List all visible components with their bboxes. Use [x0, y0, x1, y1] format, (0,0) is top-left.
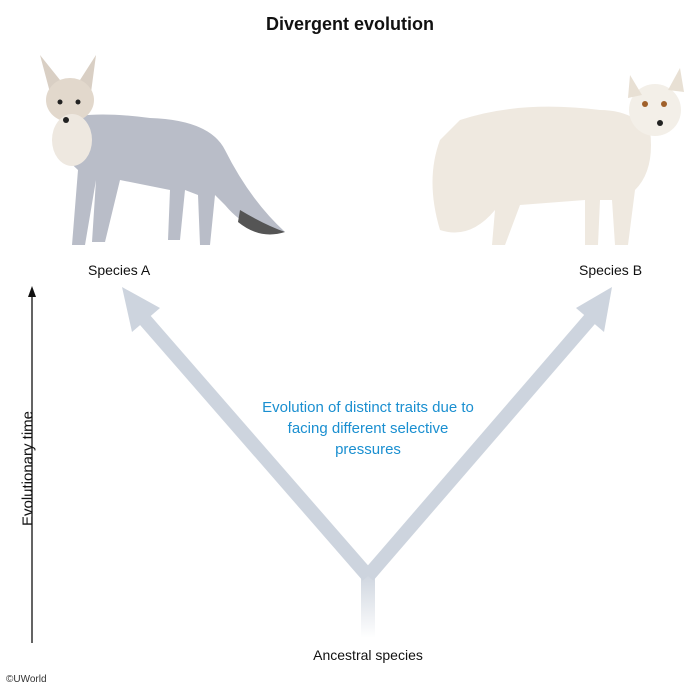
- fox-species-b-illustration: [432, 68, 684, 246]
- time-axis-arrow: [28, 286, 36, 643]
- arrowhead-b: [576, 287, 612, 332]
- diagram-title: Divergent evolution: [265, 14, 435, 34]
- species-b-label: Species B: [579, 262, 643, 278]
- ancestral-stem: [361, 572, 375, 638]
- fox-species-a-illustration: [40, 55, 285, 245]
- divergence-note: Evolution of distinct traits due to faci…: [262, 399, 474, 458]
- divergence-arrows: [122, 287, 612, 638]
- ancestral-species-label: Ancestral species: [313, 647, 423, 663]
- branch-b: [362, 307, 602, 581]
- copyright: ©UWorld: [6, 674, 47, 685]
- branch-a: [132, 307, 374, 581]
- species-a-label: Species A: [88, 262, 151, 278]
- time-axis-label: Evolutionary time: [19, 410, 37, 527]
- arrowhead-a: [122, 287, 160, 332]
